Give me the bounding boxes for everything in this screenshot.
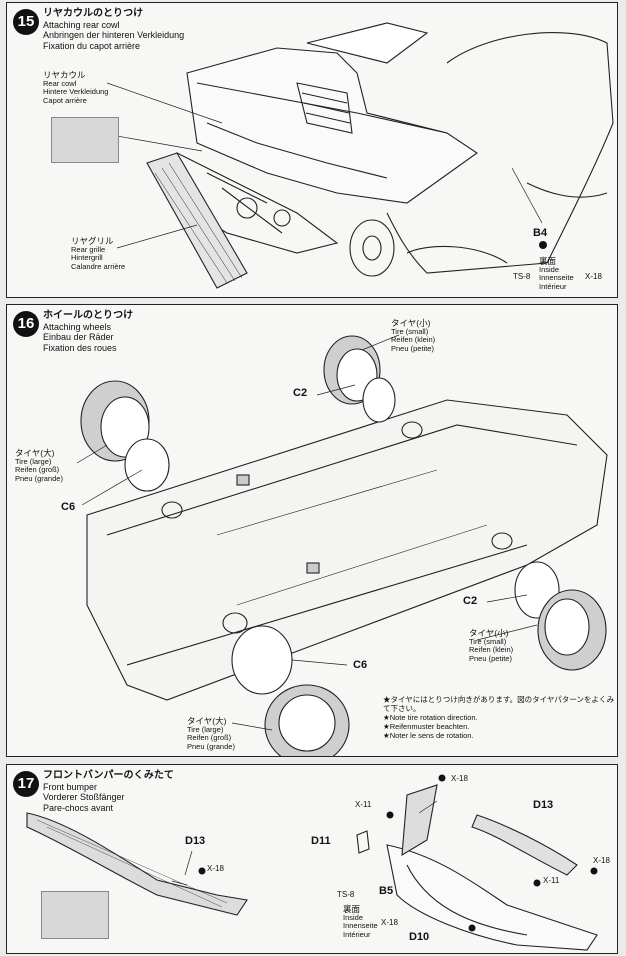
tire-large-label-bottom: タイヤ(大) Tire (large) Reifen (groß) Pneu (… — [187, 716, 235, 751]
part-d13-label-right: D13 — [533, 799, 554, 811]
part-c6-label-bottom: C6 — [353, 659, 368, 671]
step-title-block: リヤカウルのとりつけ Attaching rear cowl Anbringen… — [43, 8, 185, 51]
rear-cowl-illustration — [106, 22, 614, 289]
step-title-fr: Fixation du capot arrière — [43, 40, 141, 51]
paint-x18-label: X-18 — [585, 272, 602, 281]
step-title-jp: ホイールのとりつけ — [43, 310, 134, 321]
step-16-panel: 16 ホイールのとりつけ Attaching wheels Einbau der… — [6, 304, 618, 757]
paint-x18-label-left: X-18 — [207, 864, 224, 873]
step-title-jp: フロントバンパーのくみたて — [43, 770, 174, 781]
part-d11-label: D11 — [311, 835, 331, 847]
part-c2-label-top: C2 — [293, 387, 308, 399]
part-c6-label-left: C6 — [61, 501, 76, 513]
part-b5-label: B5 — [379, 885, 394, 897]
step-title-fr: Pare-chocs avant — [43, 802, 114, 813]
inside-paint-label: 裏面 Inside Innenseite Intérieur — [539, 256, 574, 291]
step-title-de: Anbringen der hinteren Verkleidung — [43, 30, 185, 40]
rear-cowl-label: リヤカウル Rear cowl Hintere Verkleidung Capo… — [43, 70, 109, 105]
tire-direction-note: ★タイヤにはとりつけ向きがあります。図のタイヤパターンをよくみて下さい。 ★No… — [383, 695, 615, 740]
paint-ts8-label: TS-8 — [513, 272, 531, 281]
step-title-en: Attaching rear cowl — [43, 19, 120, 30]
part-d13-label-left: D13 — [185, 835, 206, 847]
part-b4-label: B4 — [533, 227, 548, 239]
step-title-block: フロントバンパーのくみたて Front bumper Vorderer Stoß… — [43, 770, 174, 813]
step-number-badge: 16 — [13, 311, 39, 337]
rear-grille-label: リヤグリル Rear grille Hintergrill Calandre a… — [71, 236, 126, 271]
step-title-en: Front bumper — [43, 781, 98, 792]
paint-x11-label-right: X-11 — [543, 876, 560, 885]
part-c2-label-right: C2 — [463, 595, 478, 607]
step-15-panel: 15 リヤカウルのとりつけ Attaching rear cowl Anbrin… — [6, 2, 618, 298]
tire-small-label-top: タイヤ(小) Tire (small) Reifen (klein) Pneu … — [391, 318, 436, 353]
wheels-illustration — [76, 334, 608, 756]
tire-small-label-right: タイヤ(小) Tire (small) Reifen (klein) Pneu … — [469, 628, 514, 663]
decal-sheet-icon — [51, 117, 119, 163]
part-d10-label: D10 — [409, 931, 430, 943]
step-title-de: Einbau der Räder — [43, 332, 114, 342]
paint-ts8-label: TS-8 — [337, 890, 355, 899]
step-number-badge: 17 — [13, 771, 39, 797]
step-title-fr: Fixation des roues — [43, 342, 117, 353]
step-number-badge: 15 — [13, 9, 39, 35]
paint-x18-label-bottom: X-18 — [381, 918, 398, 927]
front-bumper-illustration — [26, 774, 598, 951]
tire-large-label-left: タイヤ(大) Tire (large) Reifen (groß) Pneu (… — [15, 448, 63, 483]
decal-sheet-icon — [41, 891, 109, 939]
paint-x11-label-top: X-11 — [355, 800, 372, 809]
step-title-en: Attaching wheels — [43, 321, 112, 332]
paint-x18-label-top: X-18 — [451, 774, 468, 783]
step-title-de: Vorderer Stoßfänger — [43, 792, 125, 802]
paint-x18-label-right: X-18 — [593, 856, 610, 865]
inside-paint-label: 裏面 Inside Innenseite Intérieur — [343, 904, 378, 939]
step-title-jp: リヤカウルのとりつけ — [43, 8, 144, 19]
step-title-block: ホイールのとりつけ Attaching wheels Einbau der Rä… — [43, 310, 134, 353]
step-17-panel: 17 フロントバンパーのくみたて Front bumper Vorderer S… — [6, 764, 618, 954]
